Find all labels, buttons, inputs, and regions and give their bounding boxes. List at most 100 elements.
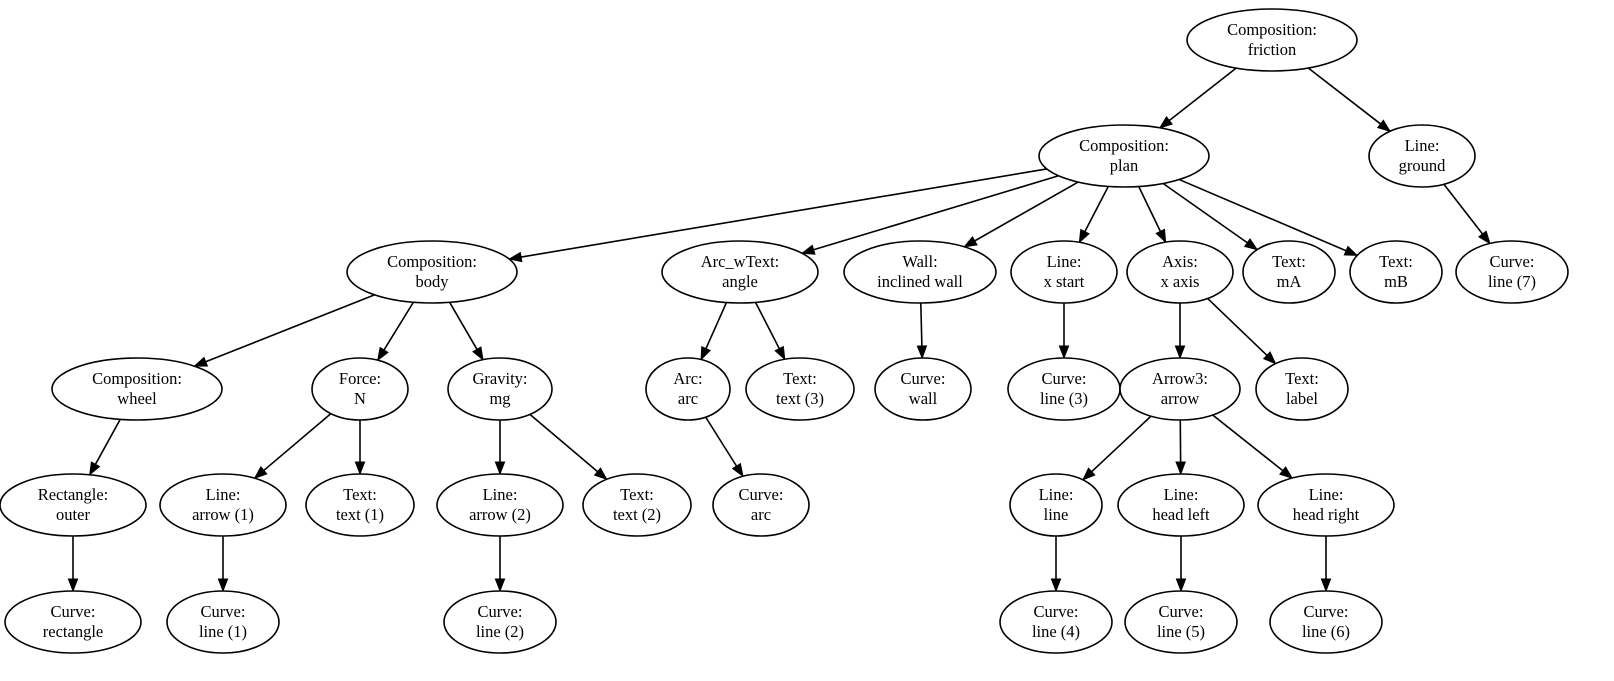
node-ellipse[interactable]: [0, 473, 147, 537]
graph-edge: [376, 301, 415, 362]
node-ellipse[interactable]: [1255, 357, 1349, 421]
graph-node-headleft[interactable]: Line:head left: [1117, 473, 1245, 537]
graph-edge: [1175, 536, 1187, 593]
node-ellipse[interactable]: [311, 357, 409, 421]
node-ellipse[interactable]: [745, 357, 855, 421]
node-ellipse[interactable]: [1257, 473, 1395, 537]
node-ellipse[interactable]: [436, 473, 564, 537]
node-ellipse[interactable]: [166, 590, 280, 654]
graph-node-body[interactable]: Composition:body: [346, 240, 518, 304]
node-ellipse[interactable]: [843, 240, 997, 304]
graph-node-headright[interactable]: Line:head right: [1257, 473, 1395, 537]
graph-node-curveline1[interactable]: Curve:line (1): [166, 590, 280, 654]
graph-node-curveline6[interactable]: Curve:line (6): [1269, 590, 1383, 654]
node-ellipse[interactable]: [1117, 473, 1245, 537]
arrowhead-icon: [916, 345, 928, 360]
graph-node-friction[interactable]: Composition:friction: [1186, 8, 1358, 72]
node-ellipse[interactable]: [1269, 590, 1383, 654]
node-label-name: line (7): [1488, 272, 1536, 291]
node-ellipse[interactable]: [1038, 124, 1210, 188]
node-label-type: Curve:: [1034, 602, 1079, 621]
arrowhead-icon: [472, 346, 484, 361]
graph-node-line7[interactable]: Curve:line (7): [1455, 240, 1569, 304]
graph-node-mB[interactable]: Text:mB: [1349, 240, 1443, 304]
node-label-type: Line:: [1164, 485, 1199, 504]
graph-node-gravitymg[interactable]: Gravity:mg: [447, 357, 553, 421]
graph-node-curveline4[interactable]: Curve:line (4): [999, 590, 1113, 654]
node-ellipse[interactable]: [51, 357, 223, 421]
graph-node-curveline2[interactable]: Curve:line (2): [443, 590, 557, 654]
node-ellipse[interactable]: [1010, 240, 1118, 304]
graph-node-forceN[interactable]: Force:N: [311, 357, 409, 421]
node-label-name: line (5): [1157, 622, 1205, 641]
graph-node-curvearc[interactable]: Curve:arc: [712, 473, 810, 537]
graph-edge: [1138, 186, 1167, 244]
graph-edge: [1175, 419, 1186, 476]
graph-node-arc[interactable]: Arc:arc: [645, 357, 731, 421]
node-ellipse[interactable]: [447, 357, 553, 421]
node-ellipse[interactable]: [645, 357, 731, 421]
graph-node-angle[interactable]: Arc_wText:angle: [661, 240, 819, 304]
graph-node-arrow2[interactable]: Line:arrow (2): [436, 473, 564, 537]
node-ellipse[interactable]: [712, 473, 810, 537]
node-label-name: arrow: [1161, 389, 1200, 408]
node-ellipse[interactable]: [999, 590, 1113, 654]
graph-node-textlabel[interactable]: Text:label: [1255, 357, 1349, 421]
node-label-type: Rectangle:: [38, 485, 109, 504]
node-label-type: Arrow3:: [1152, 369, 1208, 388]
graph-edge: [448, 301, 484, 361]
node-ellipse[interactable]: [443, 590, 557, 654]
graph-node-text1[interactable]: Text:text (1): [305, 473, 415, 537]
graph-node-arrow1[interactable]: Line:arrow (1): [159, 473, 287, 537]
graph-node-inclinedwall[interactable]: Wall:inclined wall: [843, 240, 997, 304]
node-label-name: N: [354, 389, 366, 408]
edge-line: [1138, 186, 1162, 232]
graph-node-xaxis[interactable]: Axis:x axis: [1126, 240, 1234, 304]
node-ellipse[interactable]: [1368, 124, 1476, 188]
arrowhead-icon: [494, 578, 506, 593]
graph-node-rectouter[interactable]: Rectangle:outer: [0, 473, 147, 537]
graph-node-line3[interactable]: Curve:line (3): [1007, 357, 1121, 421]
node-label-type: Line:: [483, 485, 518, 504]
node-ellipse[interactable]: [4, 590, 142, 654]
node-ellipse[interactable]: [1126, 240, 1234, 304]
node-label-name: arrow (1): [192, 505, 254, 524]
nodes-layer: Composition:frictionComposition:planLine…: [0, 8, 1569, 654]
node-ellipse[interactable]: [1349, 240, 1443, 304]
arrowhead-icon: [1175, 578, 1187, 593]
node-ellipse[interactable]: [1009, 473, 1103, 537]
edge-line: [448, 301, 478, 350]
graph-node-text2[interactable]: Text:text (2): [582, 473, 692, 537]
node-ellipse[interactable]: [305, 473, 415, 537]
graph-edge: [1320, 536, 1332, 593]
node-ellipse[interactable]: [1124, 590, 1238, 654]
arrowhead-icon: [217, 578, 229, 593]
graph-node-ground[interactable]: Line:ground: [1368, 124, 1476, 188]
graph-node-lineline[interactable]: Line:line: [1009, 473, 1103, 537]
arrowhead-icon: [1175, 461, 1186, 476]
node-ellipse[interactable]: [1119, 357, 1241, 421]
graph-node-xstart[interactable]: Line:x start: [1010, 240, 1118, 304]
node-ellipse[interactable]: [874, 357, 972, 421]
graph-node-plan[interactable]: Composition:plan: [1038, 124, 1210, 188]
node-ellipse[interactable]: [1242, 240, 1336, 304]
node-ellipse[interactable]: [346, 240, 518, 304]
graph-node-curverect[interactable]: Curve:rectangle: [4, 590, 142, 654]
graph-node-mA[interactable]: Text:mA: [1242, 240, 1336, 304]
graph-node-wheel[interactable]: Composition:wheel: [51, 357, 223, 421]
graph-node-text3[interactable]: Text:text (3): [745, 357, 855, 421]
node-label-name: mA: [1277, 272, 1302, 291]
node-ellipse[interactable]: [1186, 8, 1358, 72]
node-ellipse[interactable]: [1455, 240, 1569, 304]
node-ellipse[interactable]: [582, 473, 692, 537]
graph-node-curveline5[interactable]: Curve:line (5): [1124, 590, 1238, 654]
node-label-name: text (1): [336, 505, 384, 524]
graph-edge: [1158, 67, 1237, 129]
node-label-type: Text:: [1379, 252, 1413, 271]
graph-node-curvewall[interactable]: Curve:wall: [874, 357, 972, 421]
arrowhead-icon: [1050, 578, 1062, 593]
arrowhead-icon: [800, 244, 816, 255]
node-ellipse[interactable]: [661, 240, 819, 304]
node-ellipse[interactable]: [159, 473, 287, 537]
graph-node-arrow3[interactable]: Arrow3:arrow: [1119, 357, 1241, 421]
